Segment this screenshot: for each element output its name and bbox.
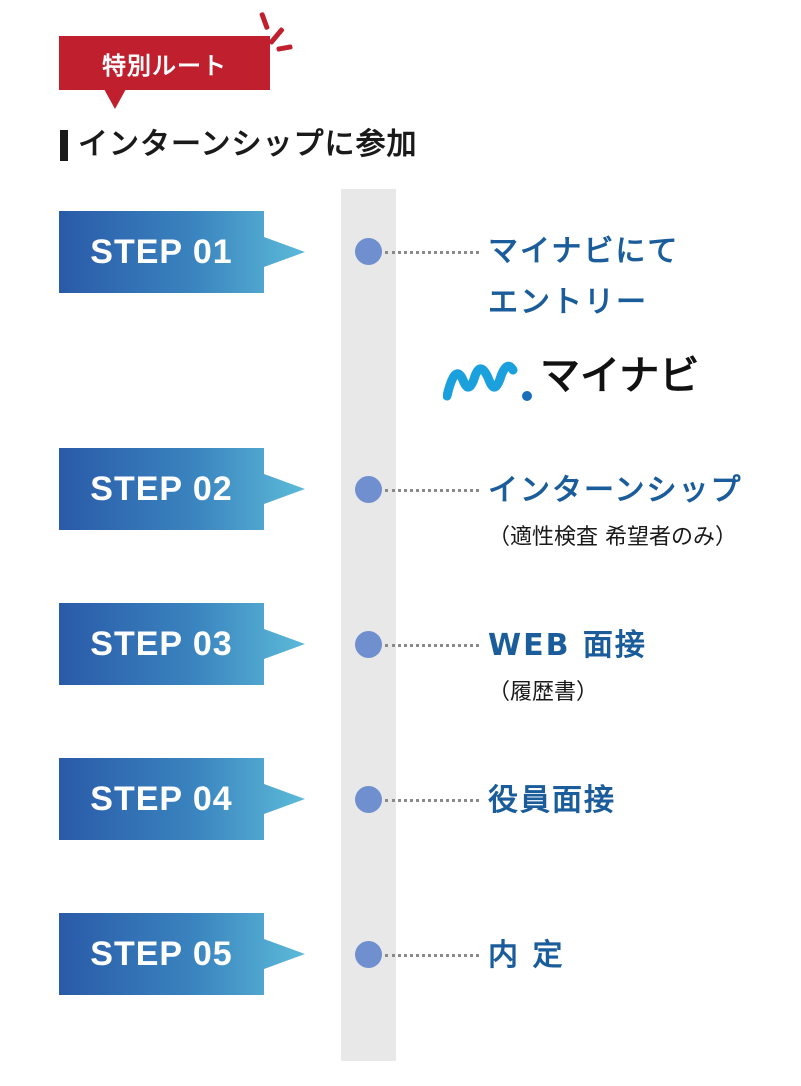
step-02-label: STEP 02 xyxy=(90,469,233,508)
step-01-connector xyxy=(385,251,479,254)
step-03-subtitle: （履歴書） xyxy=(488,680,599,705)
step-01-title-line2: エントリー xyxy=(488,285,648,320)
step-02-dot xyxy=(355,476,382,503)
mynavi-logo-mark-icon xyxy=(443,361,532,401)
badge-spark-icon xyxy=(268,26,285,46)
step-05-title: 内 定 xyxy=(488,938,565,973)
step-02-arrow: STEP 02 xyxy=(59,448,305,530)
step-02-subtitle: （適性検査 希望者のみ） xyxy=(488,525,737,550)
badge-label: 特別ルート xyxy=(102,51,227,80)
step-03-dot xyxy=(355,631,382,658)
badge-spark-icon xyxy=(276,44,293,52)
step-01-dot xyxy=(355,238,382,265)
step-02-connector xyxy=(385,489,479,492)
heading-bar xyxy=(60,130,68,161)
step-03-title: WEB 面接 xyxy=(488,628,647,663)
step-05-dot xyxy=(355,941,382,968)
step-03-label: STEP 03 xyxy=(90,624,233,663)
mynavi-logo-text: マイナビ xyxy=(540,353,700,399)
step-04-arrow: STEP 04 xyxy=(59,758,305,840)
timeline-track xyxy=(341,189,396,1061)
step-05-arrow: STEP 05 xyxy=(59,913,305,995)
step-02-title: インターンシップ xyxy=(488,473,743,508)
badge-pointer xyxy=(104,89,126,109)
badge-spark-icon xyxy=(259,11,270,31)
step-05-label: STEP 05 xyxy=(90,934,233,973)
step-04-title: 役員面接 xyxy=(488,783,616,818)
section-heading: インターンシップに参加 xyxy=(78,127,418,162)
step-04-connector xyxy=(385,799,479,802)
step-04-dot xyxy=(355,786,382,813)
step-04-label: STEP 04 xyxy=(90,779,233,818)
step-03-arrow: STEP 03 xyxy=(59,603,305,685)
step-01-title-line1: マイナビにて xyxy=(488,234,680,269)
step-05-connector xyxy=(385,954,479,957)
step-01-label: STEP 01 xyxy=(90,232,233,271)
special-route-badge: 特別ルート xyxy=(59,36,270,90)
step-01-arrow: STEP 01 xyxy=(59,211,305,293)
step-03-connector xyxy=(385,644,479,647)
